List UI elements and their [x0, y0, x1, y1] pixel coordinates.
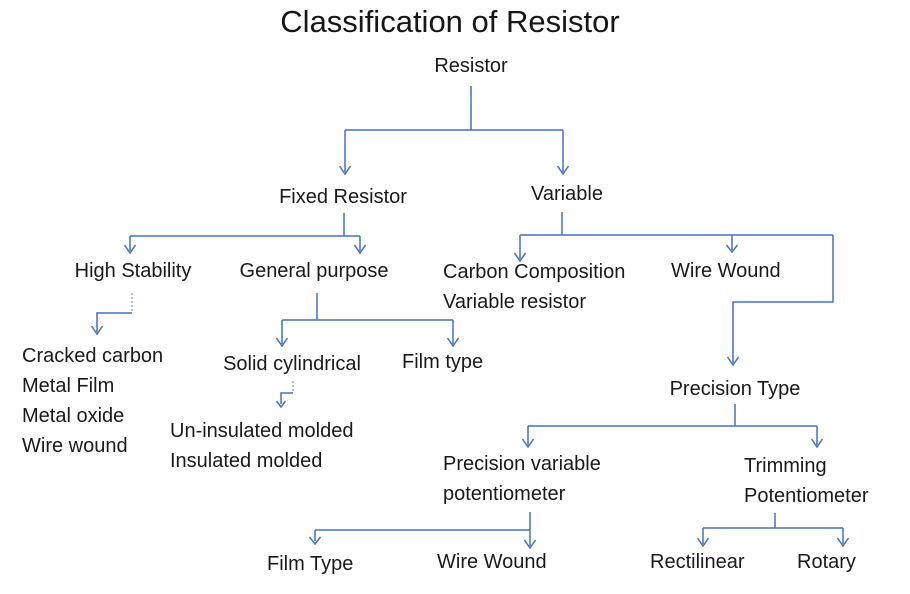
list-item: Metal oxide [22, 405, 125, 427]
node-carbon-composition: Carbon Composition Variable resistor [443, 257, 625, 317]
node-trimming-line1: Trimming [744, 455, 827, 477]
connector-line [344, 86, 564, 172]
node-trimming-line2: Potentiometer [744, 485, 869, 507]
connector-line [280, 392, 293, 404]
connector-line [129, 213, 361, 251]
node-precision-variable-line1: Precision variable [443, 453, 601, 475]
connector-line [702, 513, 844, 544]
node-precision-type: Precision Type [669, 378, 801, 400]
connector-line [527, 404, 818, 445]
list-item: Wire wound [22, 435, 128, 457]
node-precision-variable-potentiometer: Precision variable potentiometer [443, 449, 601, 509]
arrowhead-icon [521, 438, 824, 449]
node-molded-list: Un-insulated molded Insulated molded [170, 416, 353, 476]
node-rectilinear: Rectilinear [650, 551, 745, 573]
arrowhead-icon [308, 536, 537, 550]
node-precision-variable-line2: potentiometer [443, 483, 566, 505]
arrowhead-icon [513, 244, 740, 367]
node-wire-wound-variable: Wire Wound [671, 260, 781, 282]
node-wire-wound-precision: Wire Wound [437, 551, 547, 573]
arrowhead-icon [696, 537, 850, 548]
connector-line [314, 512, 531, 546]
node-fixed-types-list: Cracked carbon Metal Film Metal oxide Wi… [22, 341, 163, 461]
list-item: Metal Film [22, 375, 115, 397]
node-high-stability: High Stability [74, 260, 192, 282]
arrowhead-icon [275, 400, 287, 409]
arrowhead-icon [123, 244, 367, 255]
node-trimming-potentiometer: Trimming Potentiometer [744, 451, 869, 511]
node-fixed-resistor: Fixed Resistor [279, 186, 407, 208]
node-carbon-composition-line1: Carbon Composition [443, 261, 626, 283]
connector-line [519, 212, 834, 363]
diagram-title: Classification of Resistor [280, 4, 620, 39]
node-variable: Variable [531, 183, 603, 205]
node-solid-cylindrical: Solid cylindrical [223, 353, 361, 375]
arrowhead-icon [338, 165, 570, 176]
list-item: Cracked carbon [22, 345, 164, 367]
connector-line [96, 312, 132, 332]
node-film-type-precision: Film Type [267, 553, 354, 575]
node-rotary: Rotary [797, 551, 856, 573]
arrowhead-icon [90, 325, 104, 336]
connector-line [281, 293, 454, 344]
list-item: Insulated molded [170, 450, 323, 472]
arrowhead-icon [275, 337, 460, 348]
node-carbon-composition-line2: Variable resistor [443, 291, 587, 313]
list-item: Un-insulated molded [170, 420, 354, 442]
node-resistor: Resistor [434, 55, 508, 77]
node-film-type-general: Film type [402, 351, 484, 373]
node-general-purpose: General purpose [239, 260, 389, 282]
